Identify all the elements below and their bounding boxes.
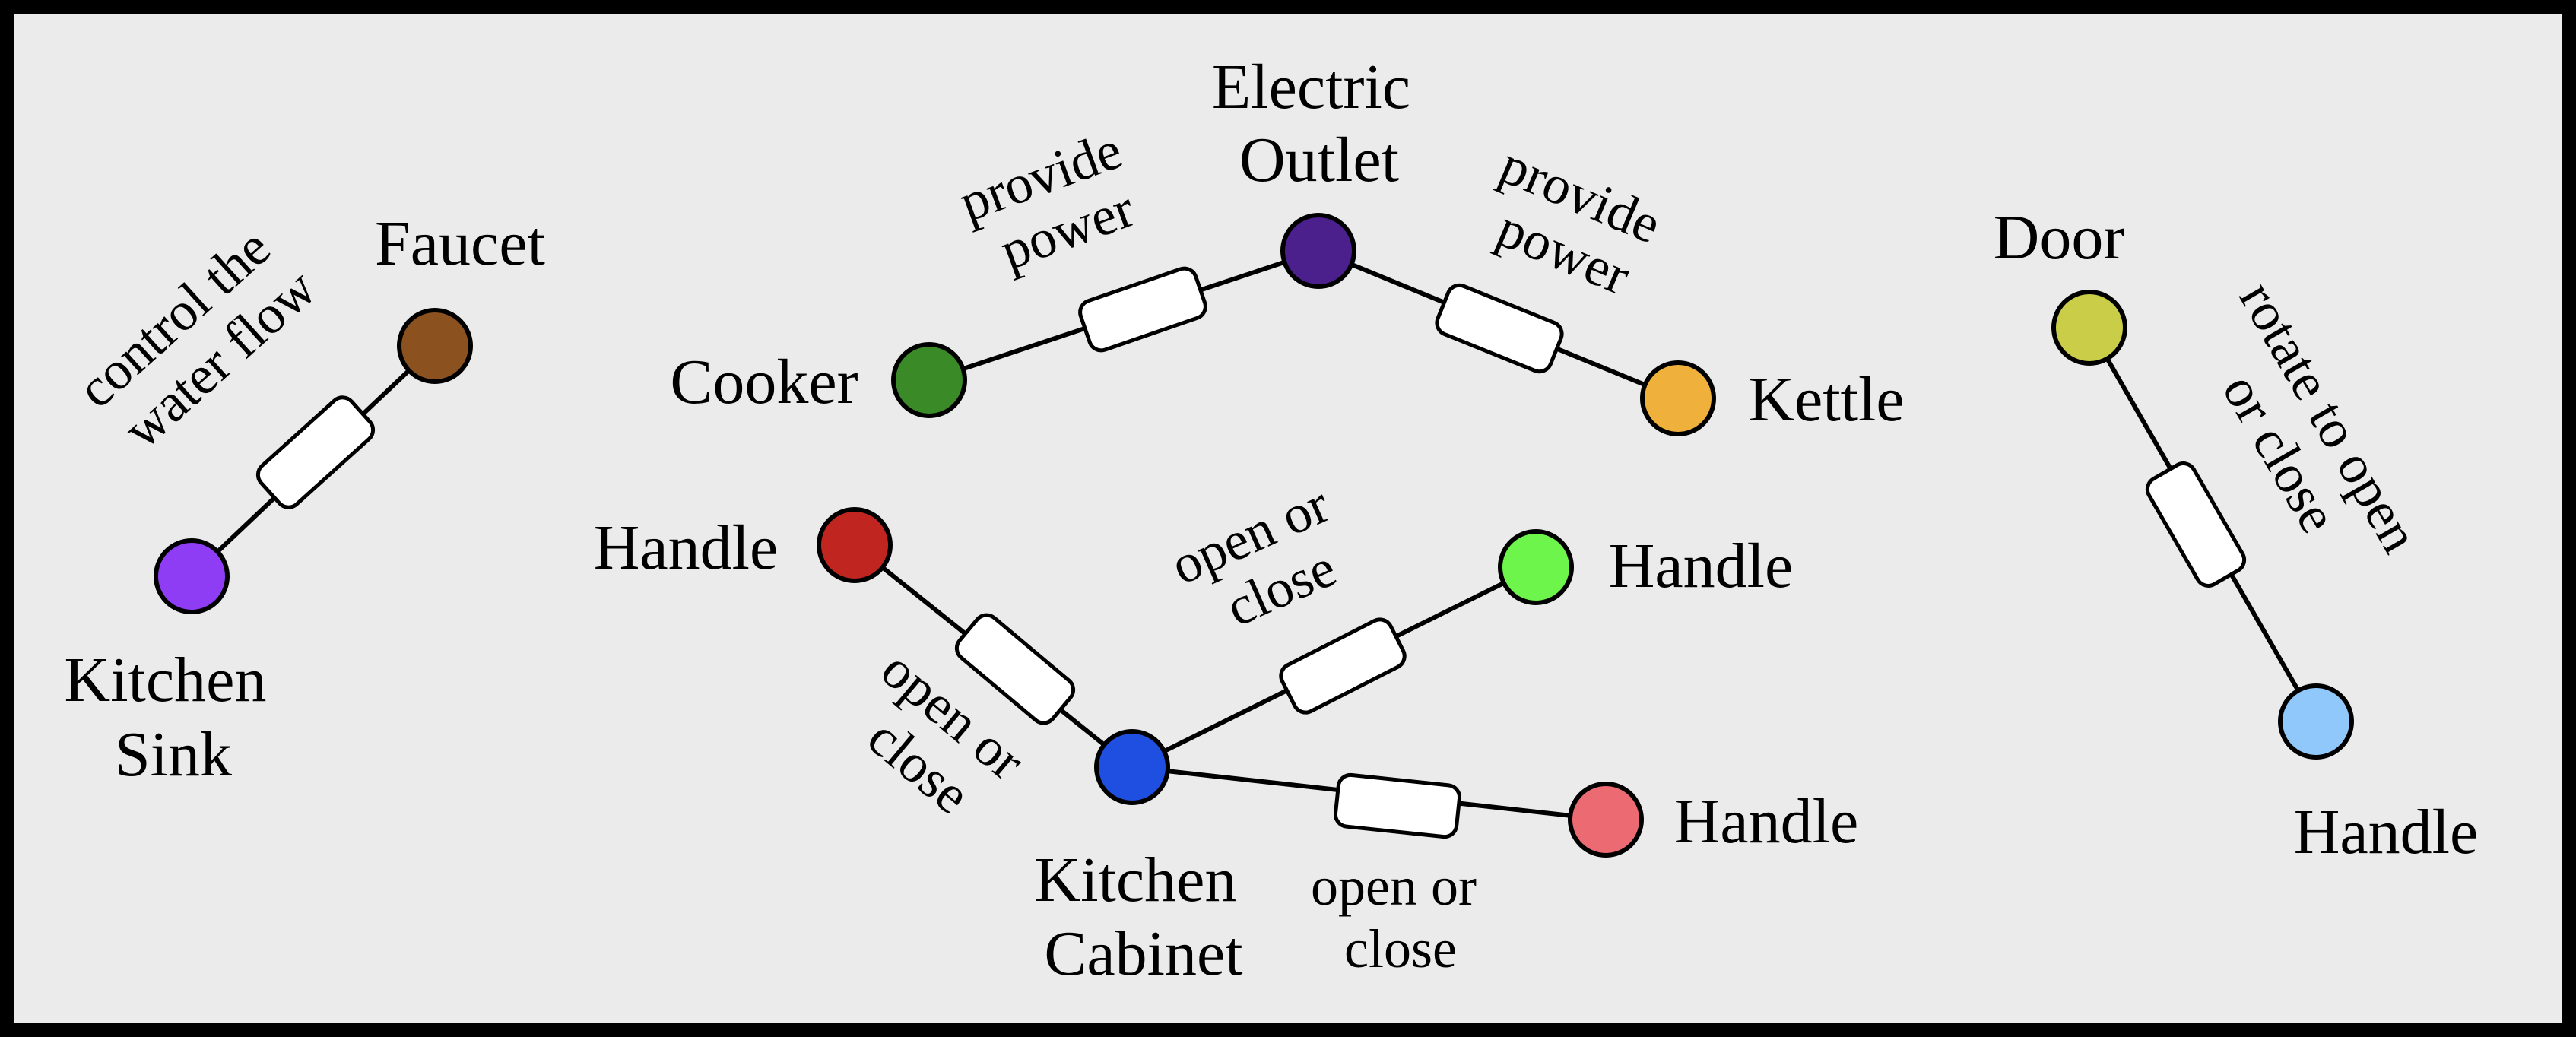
label-door: Door [1994,202,2125,273]
label-door-handle: Handle [2294,797,2479,867]
label-cabinet-handle-top-right: Handle [1609,531,1794,601]
edge-cabinet-handle-top-left [853,543,1134,769]
edge-connector [2145,461,2247,588]
node-kettle [1640,360,1716,436]
edge-door-handle [2087,326,2318,723]
label-electric-outlet: Electric Outlet [1212,52,1426,195]
edge-cooker-outlet [928,249,1319,382]
node-cooker [891,342,967,418]
edge-label-cabinet-handle-bottom-right: open or close [1311,856,1490,979]
node-electric-outlet [1280,213,1356,289]
node-cabinet-handle-top-left [817,507,893,583]
node-door [2051,290,2127,366]
edge-outlet-kettle [1317,249,1680,401]
node-door-handle [2278,683,2354,760]
edge-connector [954,613,1076,725]
edge-sink-faucet [189,344,437,579]
node-kitchen-sink [154,538,230,614]
label-cabinet-handle-top-left: Handle [594,512,779,583]
label-cooker: Cooker [670,347,858,417]
edge-connector [1078,266,1207,353]
node-cabinet-handle-bottom-right [1568,782,1644,858]
node-cabinet-handle-top-right [1498,529,1574,605]
edge-cabinet-handle-top-right [1131,565,1537,769]
node-faucet [397,308,473,384]
edge-cabinet-handle-bottom-right [1131,765,1607,839]
label-kettle: Kettle [1748,364,1904,435]
label-kitchen-sink: Kitchen Sink [65,645,283,790]
edge-connector [255,395,376,509]
node-kitchen-cabinet [1094,729,1170,805]
label-faucet: Faucet [375,208,545,279]
label-cabinet-handle-bottom-right: Handle [1674,786,1859,857]
edge-connector [1333,772,1462,839]
label-kitchen-cabinet: Kitchen Cabinet [1035,845,1253,989]
edge-connector [1435,283,1564,374]
edge-connector [1279,617,1407,715]
